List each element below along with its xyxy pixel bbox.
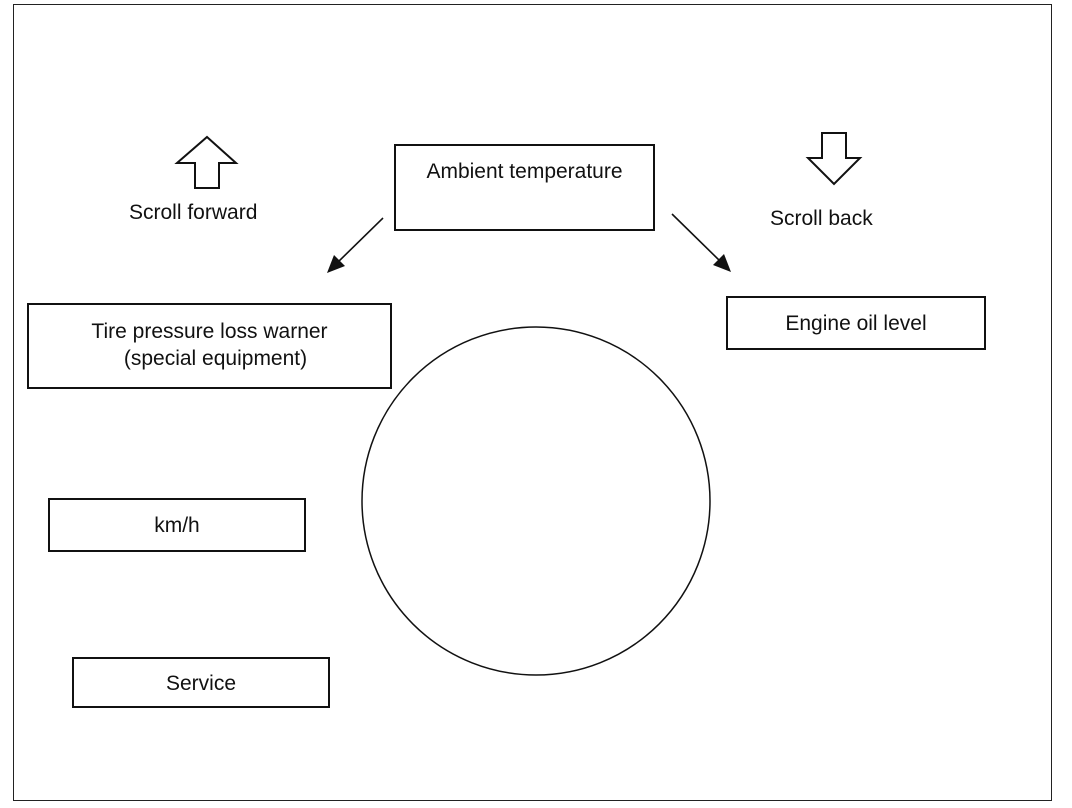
- arrow-down-left-icon: [327, 217, 384, 273]
- circle-dial-icon: [361, 326, 711, 676]
- ambient-temperature-box: Ambient temperature: [394, 144, 655, 231]
- arrow-down-right-icon: [671, 213, 731, 272]
- tire-pressure-label-line2: (special equipment): [123, 347, 308, 370]
- diagram-frame: [13, 4, 1052, 801]
- arrow-up-outline-icon: [174, 135, 239, 189]
- service-label: Service: [165, 672, 237, 695]
- speed-unit-label: km/h: [154, 514, 200, 537]
- scroll-forward-label: Scroll forward: [129, 201, 258, 224]
- ambient-temperature-label: Ambient temperature: [426, 160, 623, 183]
- service-box: Service: [72, 657, 330, 708]
- arrow-down-outline-icon: [805, 132, 863, 186]
- tire-pressure-box: Tire pressure loss warner (special equip…: [27, 303, 392, 389]
- speed-unit-box: km/h: [48, 498, 306, 552]
- engine-oil-label: Engine oil level: [785, 312, 927, 335]
- engine-oil-box: Engine oil level: [726, 296, 986, 350]
- tire-pressure-label-line1: Tire pressure loss warner: [91, 320, 328, 343]
- scroll-back-label: Scroll back: [770, 207, 873, 230]
